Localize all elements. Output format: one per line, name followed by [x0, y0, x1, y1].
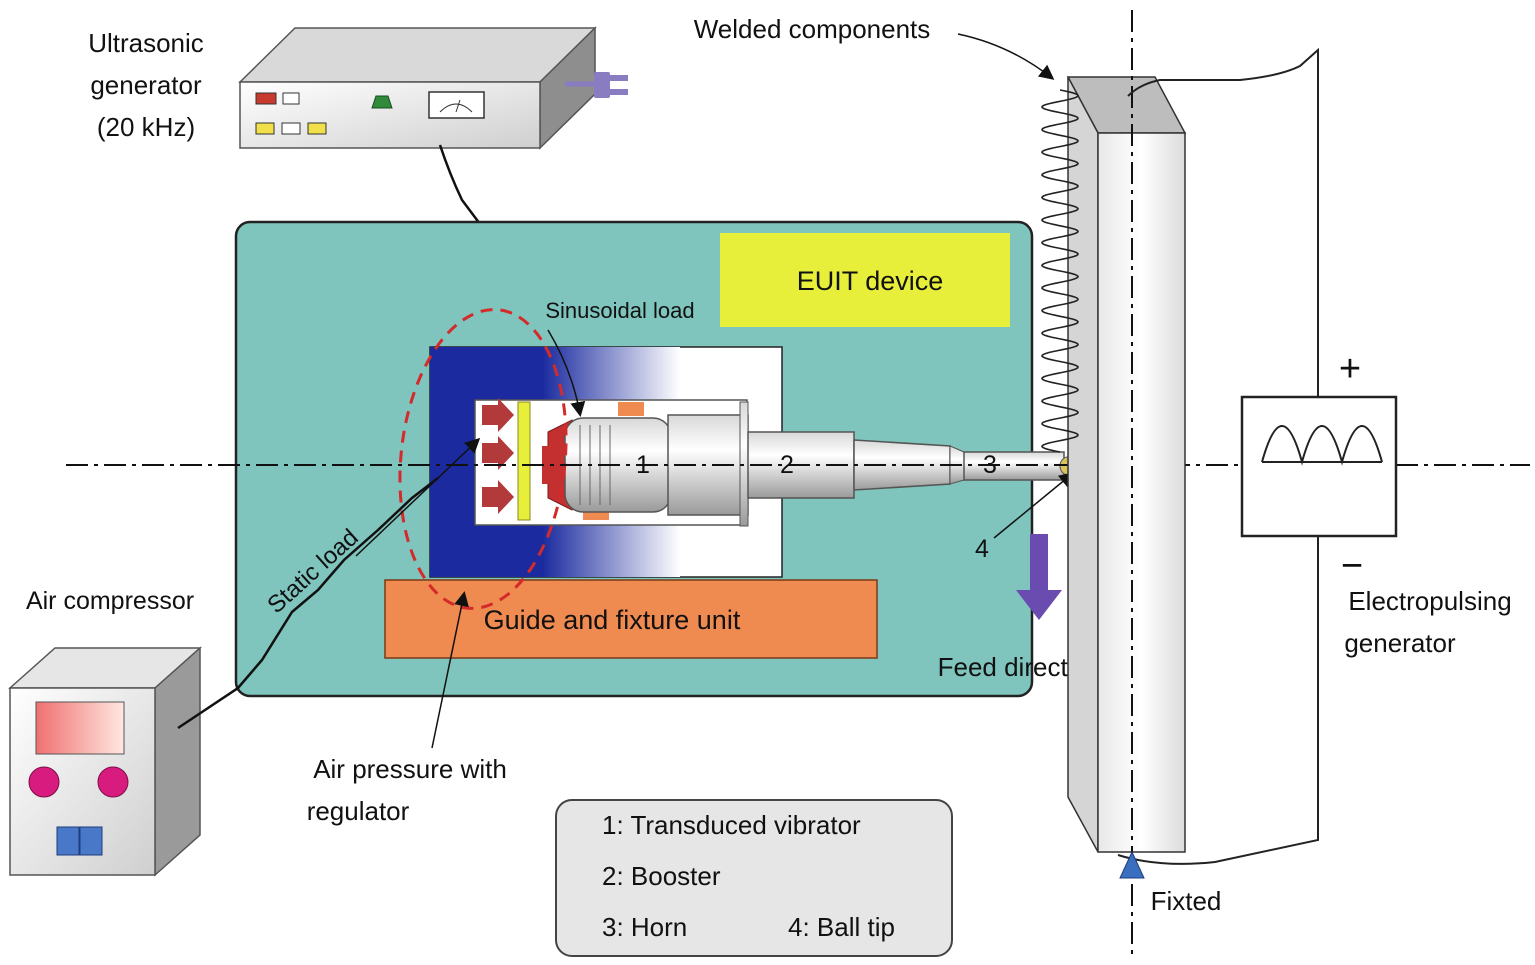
air-pressure-label-line2: regulator [307, 796, 410, 826]
welded-components [1066, 76, 1187, 853]
label-number-3: 3 [983, 451, 997, 479]
air-pressure-label-line1: Air pressure with [313, 754, 507, 784]
air-hose [177, 477, 439, 730]
electropulsing-label-line1: Electropulsing [1348, 586, 1511, 616]
plus-sign: + [1339, 348, 1361, 390]
legend-item-3: 3: Horn [602, 912, 687, 942]
minus-sign: − [1341, 545, 1363, 587]
legend-item-4: 4: Ball tip [788, 912, 895, 942]
pad-top [618, 402, 644, 416]
static-load-pointer [355, 437, 481, 557]
ball-tip-pointer [993, 472, 1075, 539]
ultrasonic-label-line3: (20 kHz) [97, 112, 195, 142]
pressure-arrows [482, 398, 514, 514]
guide-fixture-label: Guide and fixture unit [484, 605, 741, 635]
air-pressure-pointer [431, 591, 469, 749]
legend-box [555, 799, 953, 957]
ultrasonic-generator [238, 26, 628, 150]
fixed-label: Fixted [1151, 886, 1222, 916]
electropulsing-label-line2: generator [1344, 628, 1456, 658]
air-compressor [8, 646, 202, 877]
piston-plate [517, 401, 531, 521]
welded-components-pointer [957, 33, 1055, 80]
welded-components-label: Welded components [694, 14, 931, 44]
pressure-zone-ellipse [398, 308, 568, 610]
electropulsing-circuit [1117, 47, 1398, 865]
legend-item-2: 2: Booster [602, 861, 721, 891]
sinusoidal-load-label: Sinusoidal load [545, 298, 694, 323]
label-number-1: 1 [636, 451, 650, 479]
induction-coil [1041, 89, 1079, 453]
ultrasonic-label-line1: Ultrasonic [88, 28, 204, 58]
euit-device-box [720, 233, 1010, 327]
label-number-4: 4 [975, 535, 989, 563]
feed-direction-arrow [1016, 534, 1062, 620]
legend-item-1: 1: Transduced vibrator [602, 810, 861, 840]
ultrasonic-label-line2: generator [90, 70, 202, 100]
air-compressor-label: Air compressor [26, 587, 194, 615]
fixed-support-icon [1119, 850, 1145, 879]
euit-device-label: EUIT device [797, 266, 944, 296]
sinusoidal-load-pointer [547, 329, 586, 417]
label-number-2: 2 [780, 451, 794, 479]
